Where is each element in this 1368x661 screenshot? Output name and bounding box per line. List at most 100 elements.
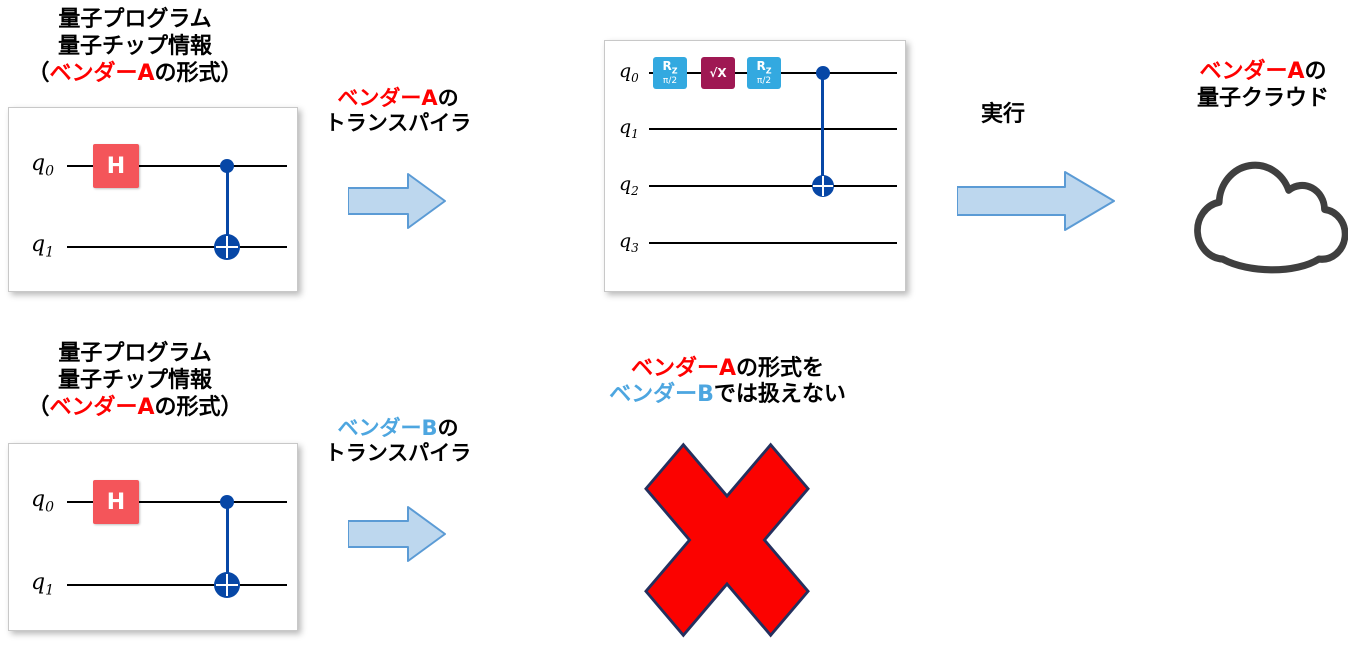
right-arrow-shape (957, 171, 1115, 231)
gate-sub: Z (765, 66, 772, 76)
right-arrow-shape (348, 506, 446, 562)
right-arrow-icon (348, 506, 446, 562)
cnot-target (214, 234, 240, 260)
vendor-b-name: ベンダーB (337, 416, 438, 440)
qubit-base: q (619, 173, 632, 195)
transpiler-a-label-line1: ベンダーAの (318, 86, 478, 111)
vendor-a-name: ベンダーA (630, 356, 736, 381)
paren-open: （ (27, 395, 50, 420)
cnot-connector (821, 73, 824, 186)
qubit-label-q0: q0 (31, 150, 54, 181)
vendor-a-name: ベンダーA (1199, 59, 1305, 84)
right-arrow-icon (957, 171, 1115, 231)
right-arrow-icon (348, 173, 446, 229)
transpiler-a-label-line2: トランスパイラ (324, 111, 472, 135)
qubit-sub: 1 (45, 244, 55, 261)
source-title-bottom-line2: 量子チップ情報 (57, 368, 212, 393)
exec-label: 実行 (943, 102, 1063, 127)
rz-gate-label: RZ (756, 60, 771, 75)
h-gate-label: H (106, 153, 126, 179)
qubit-sub: 0 (631, 70, 639, 85)
fail-message: ベンダーAの形式を ベンダーBでは扱えない (540, 356, 915, 408)
transpiler-b-label: ベンダーBの トランスパイラ (318, 416, 478, 466)
source-title-bottom-line3: （ベンダーAの形式） (10, 394, 260, 421)
rz-gate-1: RZ π/2 (653, 57, 687, 89)
qubit-base: q (31, 151, 46, 176)
vendor-b-name: ベンダーB (609, 382, 714, 407)
qubit-wire-q1 (649, 128, 897, 130)
error-cross-icon (644, 442, 810, 638)
cnot-control-dot (220, 495, 234, 509)
transpiler-b-label-line1: ベンダーBの (318, 416, 478, 441)
gate-sub: Z (671, 66, 678, 76)
fail-message-line1: ベンダーAの形式を (540, 356, 915, 382)
fail-line1-rest: の形式を (736, 356, 825, 381)
qubit-sub: 0 (45, 499, 55, 516)
paren-open: （ (27, 61, 50, 86)
source-title-bottom-line1: 量子プログラム (58, 341, 212, 366)
source-circuit-panel-top: q0 q1 H (8, 107, 298, 292)
sqrt-x-gate: √X (701, 57, 735, 89)
rz-gate-param: π/2 (662, 76, 678, 87)
format-suffix: の形式） (154, 61, 243, 86)
h-gate: H (93, 144, 139, 188)
fail-message-line2: ベンダーBでは扱えない (540, 382, 915, 408)
qubit-label-q2: q2 (619, 173, 639, 199)
transpiler-b-label-line2: トランスパイラ (324, 441, 472, 465)
cloud-title: ベンダーAの 量子クラウド (1173, 58, 1353, 112)
vendor-a-name: ベンダーA (337, 86, 438, 110)
gate-base: R (756, 58, 766, 73)
cnot-connector (226, 502, 229, 585)
qubit-sub: 0 (45, 163, 55, 180)
qubit-label-q1: q1 (31, 569, 54, 600)
cloud-title-line1: ベンダーAの (1173, 58, 1353, 85)
transpiler-a-label: ベンダーAの トランスパイラ (318, 86, 478, 136)
cnot-control-dot (816, 66, 830, 80)
source-circuit-panel-bottom: q0 q1 H (8, 443, 298, 631)
qubit-sub: 2 (631, 183, 639, 198)
cnot-target (214, 572, 240, 598)
qubit-sub: 1 (631, 126, 639, 141)
transpiled-circuit-panel: q0 q1 q2 q3 RZ π/2 √X RZ π/2 (604, 40, 906, 292)
error-cross-shape (644, 442, 810, 638)
right-arrow-shape (348, 173, 446, 229)
possessive: の (1304, 59, 1327, 84)
fail-line2-rest: では扱えない (713, 382, 846, 407)
qubit-base: q (619, 116, 632, 138)
qubit-label-q0: q0 (31, 486, 54, 517)
cnot-connector (226, 166, 229, 247)
h-gate: H (93, 480, 139, 524)
possessive: の (437, 416, 459, 440)
qubit-base: q (31, 570, 46, 595)
cnot-target (812, 175, 834, 197)
qubit-wire-q3 (649, 242, 897, 244)
vendor-a-name: ベンダーA (49, 61, 155, 86)
qubit-sub: 1 (45, 582, 55, 599)
qubit-base: q (31, 487, 46, 512)
qubit-base: q (619, 230, 632, 252)
qubit-wire-q2 (649, 185, 897, 187)
possessive: の (437, 86, 459, 110)
vendor-a-name: ベンダーA (49, 395, 155, 420)
rz-gate-param: π/2 (756, 76, 772, 87)
qubit-base: q (31, 232, 46, 257)
qubit-label-q0: q0 (619, 60, 639, 86)
qubit-base: q (619, 60, 632, 82)
qubit-wire-q1 (67, 584, 287, 586)
rz-gate-2: RZ π/2 (747, 57, 781, 89)
cnot-control-dot (220, 159, 234, 173)
source-title-top-line1: 量子プログラム (58, 7, 212, 32)
gate-base: R (662, 58, 672, 73)
cloud-icon (1194, 161, 1348, 274)
source-title-top-line2: 量子チップ情報 (57, 34, 212, 59)
qubit-wire-q1 (67, 246, 287, 248)
qubit-wire-q0 (67, 165, 287, 167)
qubit-wire-q0 (67, 501, 287, 503)
qubit-sub: 3 (631, 240, 639, 255)
rz-gate-label: RZ (662, 60, 677, 75)
format-suffix: の形式） (154, 395, 243, 420)
exec-label-text: 実行 (980, 102, 1025, 127)
sqrt-x-gate-label: √X (709, 66, 727, 80)
source-title-bottom: 量子プログラム 量子チップ情報 （ベンダーAの形式） (10, 340, 260, 421)
